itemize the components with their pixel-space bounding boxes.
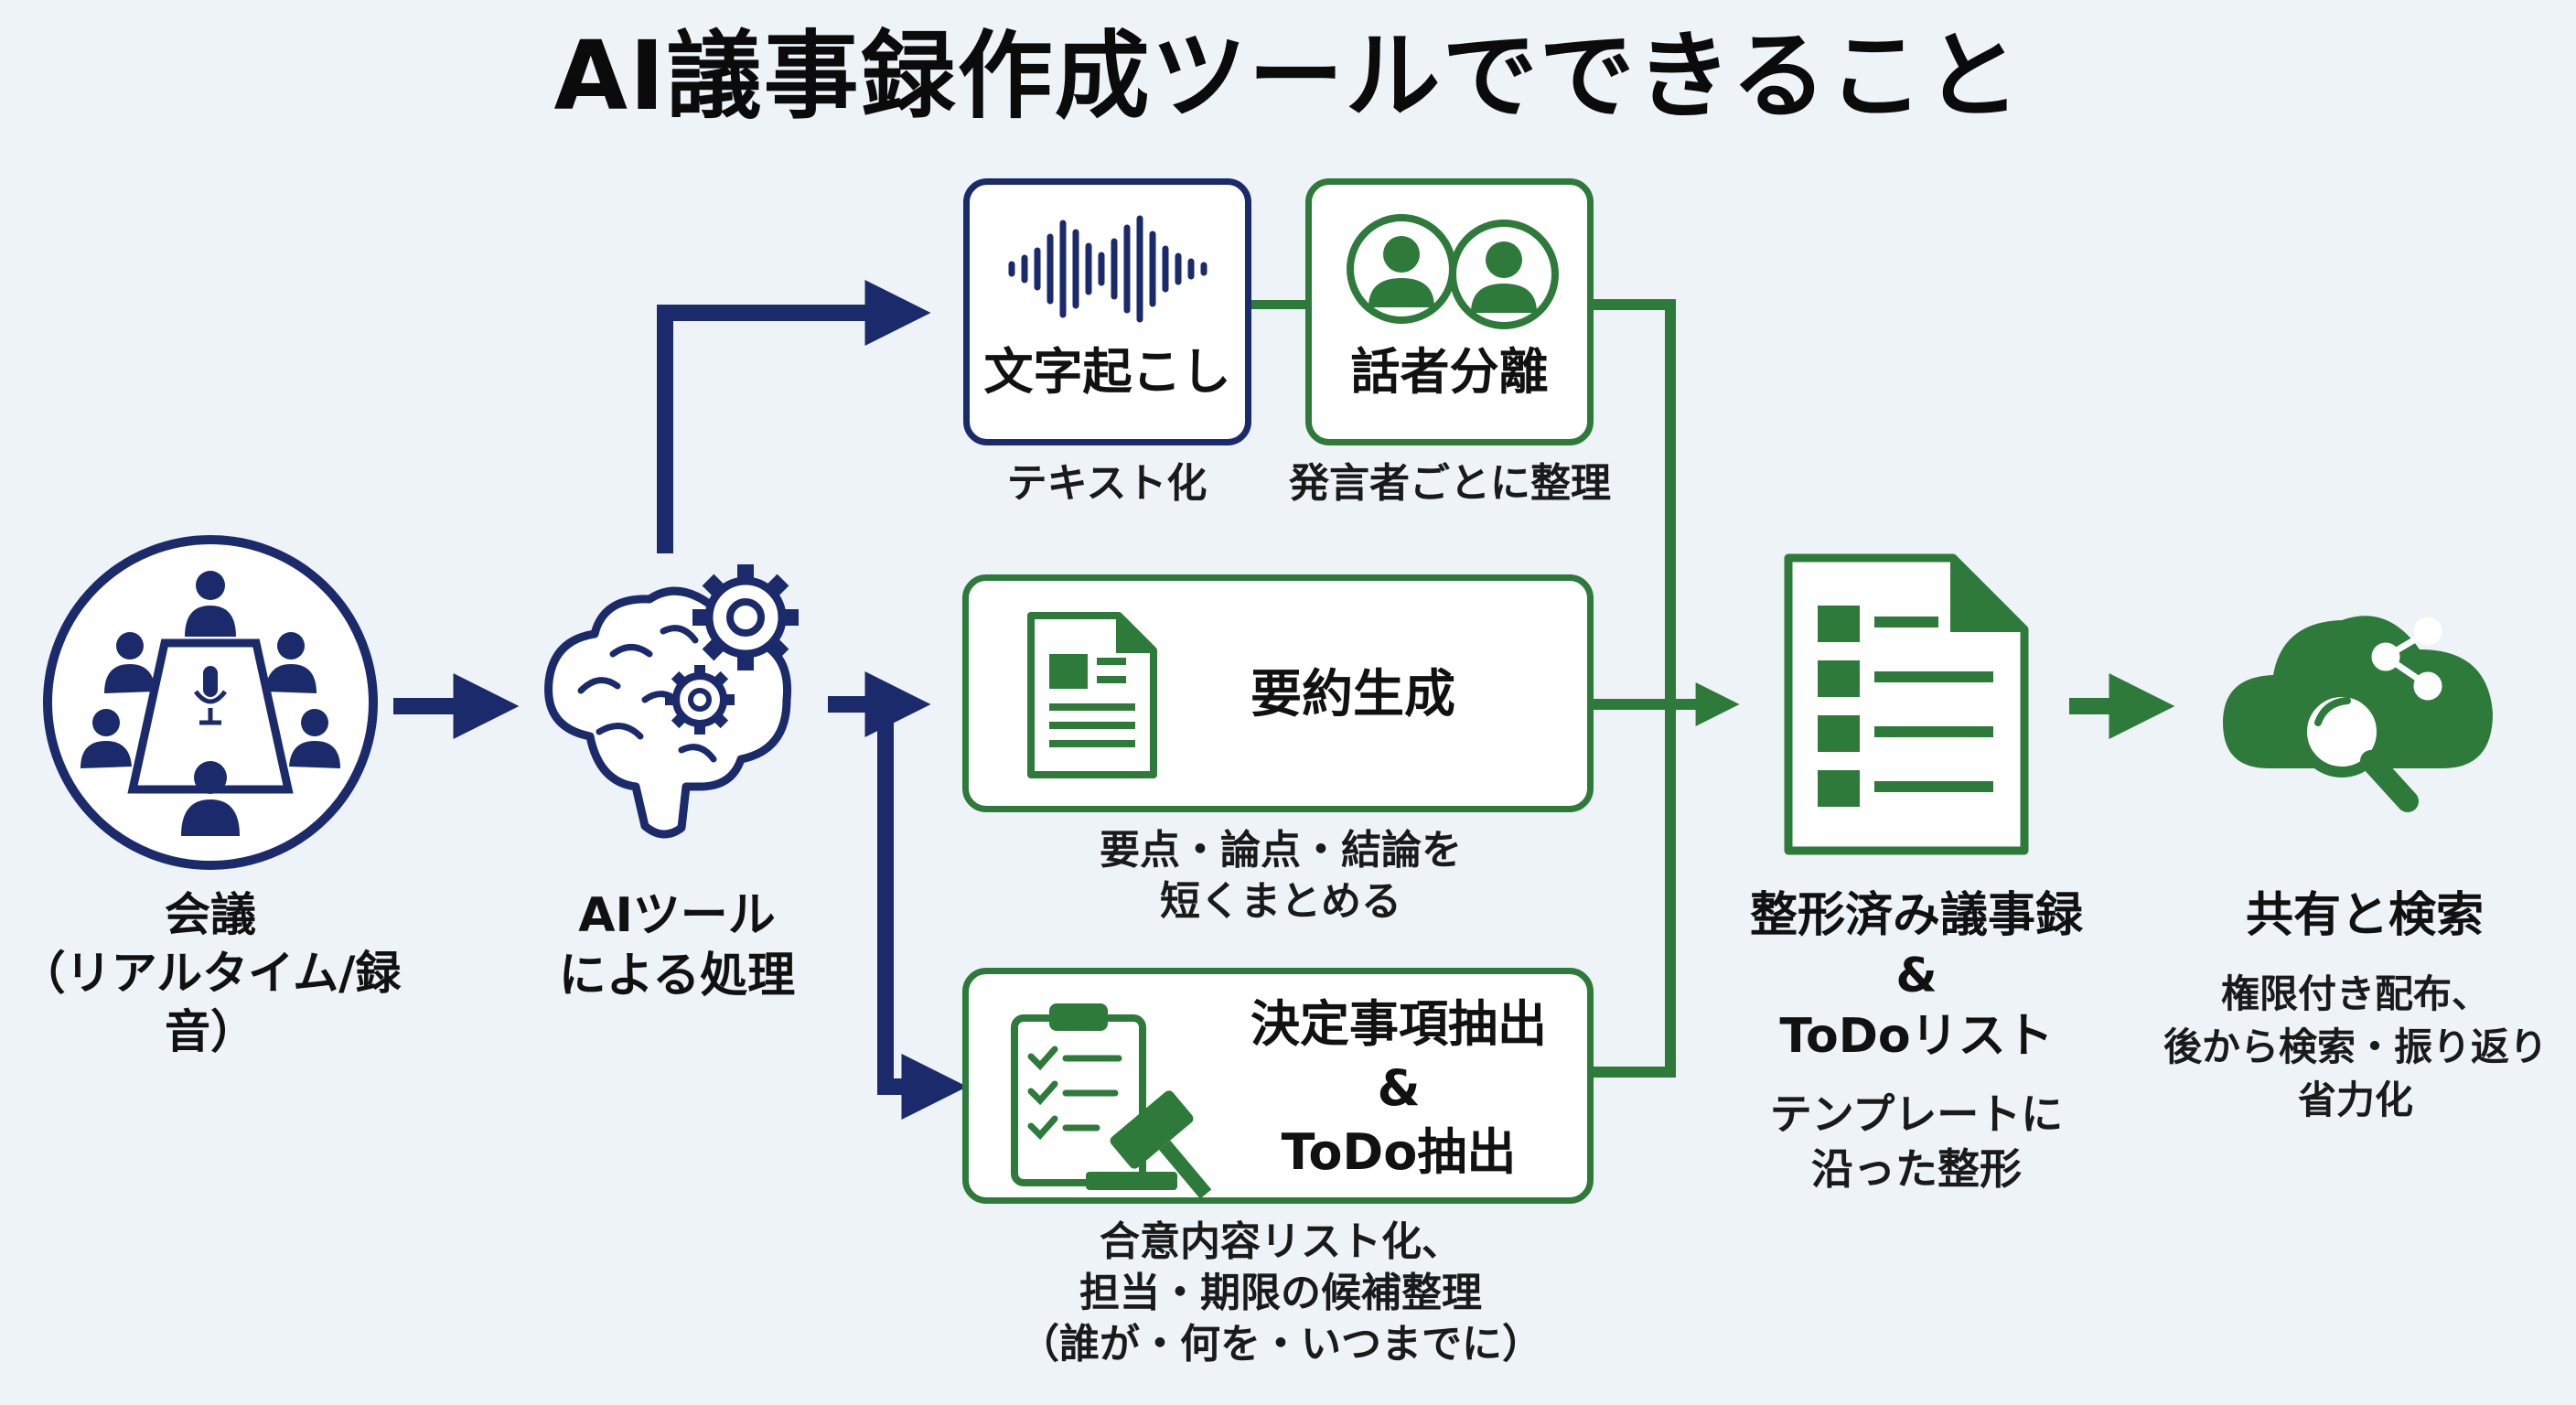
checklist-document-icon [1784, 553, 2029, 855]
document-icon [1027, 612, 1157, 778]
clipboard-gavel-icon [1011, 1003, 1212, 1198]
share-caption: 権限付き配布、 後から検索・振り返り 省力化 [2163, 971, 2548, 1122]
arrow-ai-to-decision [877, 704, 968, 1120]
share-label: 共有と検索 [2245, 888, 2484, 943]
summary-box: 要約生成 [962, 574, 1594, 812]
transcription-label: 文字起こし [983, 343, 1231, 401]
decision-caption: 合意内容リスト化、 担当・期限の候補整理 （誰が・何を・いつまでに） [1019, 1218, 1542, 1367]
connector-decision-to-output [1594, 704, 1676, 1078]
waveform-icon [1008, 215, 1208, 323]
speaker-label: 話者分離 [1350, 343, 1549, 401]
transcription-caption: テキスト化 [1006, 460, 1208, 507]
speaker-caption: 発言者ごとに整理 [1289, 460, 1611, 507]
connector-speaker-to-output [1594, 299, 1676, 704]
arrow-ai-to-transcription [657, 280, 931, 553]
output-label: 整形済み議事録 & ToDoリスト [1749, 888, 2083, 1064]
meeting-label: 会議 （リアルタイム/録音） [19, 888, 402, 1058]
page-title: AI議事録作成ツールでできること [553, 20, 2023, 132]
cloud-search-share-icon [2223, 616, 2493, 812]
speakers-icon [1347, 214, 1559, 329]
decision-box: 決定事項抽出 & ToDo抽出 [962, 968, 1594, 1204]
meeting-icon [43, 535, 378, 870]
transcription-box: 文字起こし [963, 178, 1251, 445]
speaker-box: 話者分離 [1305, 178, 1594, 445]
decision-label: 決定事項抽出 & ToDo抽出 [1250, 995, 1547, 1181]
ai-label: AIツール による処理 [558, 888, 796, 1003]
ai-brain-gear-icon [544, 564, 799, 839]
summary-caption: 要点・論点・結論を 短くまとめる [1100, 827, 1462, 925]
summary-label: 要約生成 [1250, 665, 1455, 724]
output-caption: テンプレートに 沿った整形 [1769, 1089, 2064, 1194]
